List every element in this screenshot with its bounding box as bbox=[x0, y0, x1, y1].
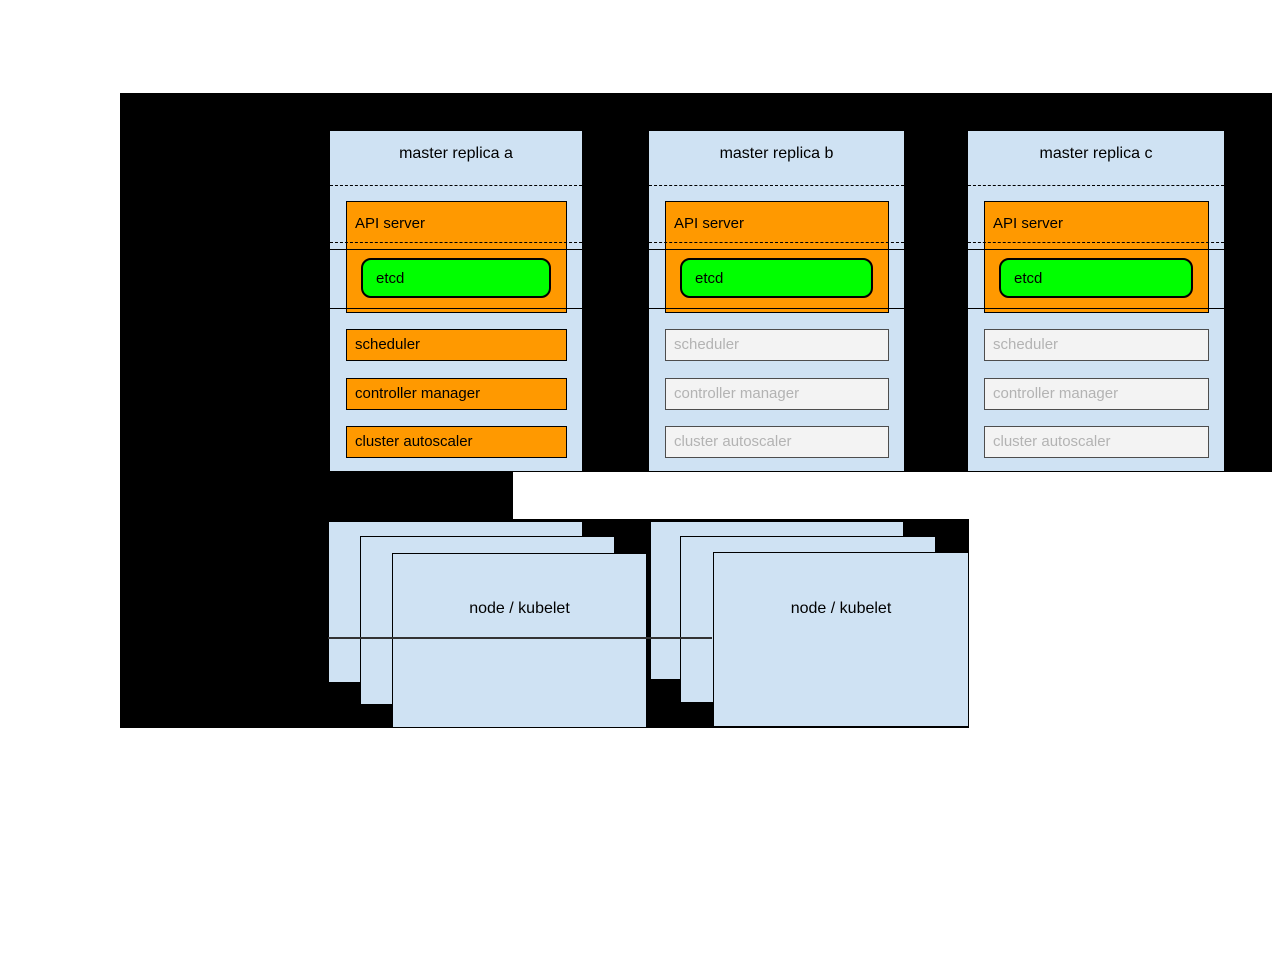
etcd-label: etcd bbox=[695, 269, 724, 287]
etcd-box: etcd bbox=[680, 258, 873, 298]
section-divider bbox=[330, 249, 582, 250]
cluster-autoscaler-box: cluster autoscaler bbox=[346, 426, 567, 458]
panel-title: master replica a bbox=[399, 145, 513, 162]
node-kubelet-label: node / kubelet bbox=[469, 600, 570, 617]
cluster-autoscaler-box: cluster autoscaler bbox=[665, 426, 889, 458]
master-replica-a-panel: master replica a API server etcd schedul… bbox=[329, 130, 583, 472]
etcd-label: etcd bbox=[1014, 269, 1043, 287]
node-box-front bbox=[713, 552, 969, 727]
master-replica-b-panel: master replica b API server etcd schedul… bbox=[648, 130, 905, 472]
api-server-label: API server bbox=[993, 215, 1064, 232]
dashed-divider bbox=[968, 242, 1224, 243]
scheduler-box: scheduler bbox=[665, 329, 889, 361]
panel-title: master replica c bbox=[1039, 145, 1153, 162]
controller-manager-box: controller manager bbox=[665, 378, 889, 410]
backdrop-left-rect bbox=[120, 472, 513, 519]
dashed-divider bbox=[330, 242, 582, 243]
master-replica-c-panel: master replica c API server etcd schedul… bbox=[967, 130, 1225, 472]
api-server-label: API server bbox=[355, 215, 426, 232]
dashed-divider bbox=[330, 185, 582, 186]
section-divider bbox=[968, 249, 1224, 250]
etcd-box: etcd bbox=[999, 258, 1193, 298]
section-divider bbox=[649, 308, 904, 309]
controller-manager-box: controller manager bbox=[346, 378, 567, 410]
node-box-front bbox=[392, 553, 647, 728]
section-divider bbox=[968, 308, 1224, 309]
section-divider bbox=[649, 249, 904, 250]
etcd-label: etcd bbox=[376, 269, 405, 287]
etcd-box: etcd bbox=[361, 258, 551, 298]
scheduler-box: scheduler bbox=[984, 329, 1209, 361]
node-kubelet-label: node / kubelet bbox=[790, 600, 892, 617]
panel-title: master replica b bbox=[719, 145, 834, 162]
dashed-divider bbox=[968, 185, 1224, 186]
dashed-divider bbox=[649, 242, 904, 243]
node-section-line bbox=[328, 637, 712, 639]
cluster-autoscaler-box: cluster autoscaler bbox=[984, 426, 1209, 458]
scheduler-box: scheduler bbox=[346, 329, 567, 361]
dashed-divider bbox=[649, 185, 904, 186]
api-server-label: API server bbox=[674, 215, 745, 232]
section-divider bbox=[330, 308, 582, 309]
controller-manager-box: controller manager bbox=[984, 378, 1209, 410]
